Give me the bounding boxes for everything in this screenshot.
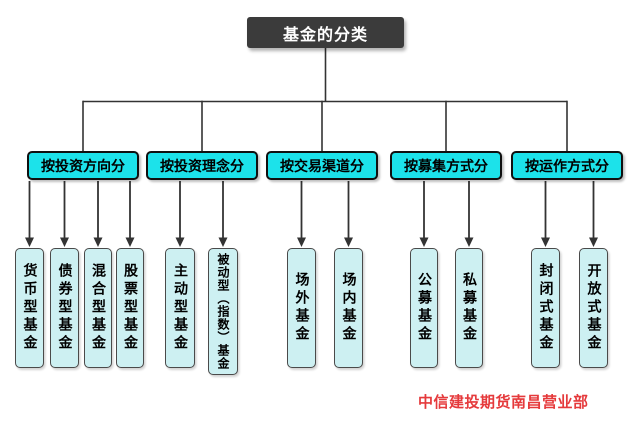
leaf-label: 场外基金 <box>293 272 310 344</box>
leaf-label: 公募基金 <box>416 272 432 344</box>
leaf-label: 债券型基金 <box>56 263 73 353</box>
leaf-label: 场内基金 <box>340 272 357 344</box>
category-node-trading-channel: 按交易渠道分 <box>266 151 378 180</box>
leaf-label: 私募基金 <box>461 272 477 344</box>
root-node-label: 基金的分类 <box>282 24 368 44</box>
leaf-node-private-fund: 私募基金 <box>455 248 483 368</box>
category-label: 按投资理念分 <box>160 158 244 175</box>
leaf-node-exchange-fund: 场内基金 <box>334 248 363 368</box>
category-label: 按投资方向分 <box>41 158 125 175</box>
leaf-node-passive-index-fund: 被动型（指数）基金 <box>208 248 238 375</box>
credit-text: 中信建投期货南昌营业部 <box>418 393 589 411</box>
leaf-label: 主动型基金 <box>172 263 188 353</box>
leaf-node-bond-fund: 债券型基金 <box>50 248 79 368</box>
category-node-investment-direction: 按投资方向分 <box>27 151 139 180</box>
leaf-label: 混合型基金 <box>90 263 106 353</box>
leaf-node-stock-fund: 股票型基金 <box>116 248 144 368</box>
category-label: 按交易渠道分 <box>280 158 364 175</box>
category-node-investment-philosophy: 按投资理念分 <box>146 151 258 180</box>
leaf-label: 货币型基金 <box>21 263 38 353</box>
bus-lines <box>82 48 568 152</box>
leaf-node-public-fund: 公募基金 <box>410 248 438 368</box>
leaf-label: 开放式基金 <box>585 263 602 353</box>
category-node-operation-method: 按运作方式分 <box>511 151 623 180</box>
leaf-label: 被动型（指数）基金 <box>216 253 230 370</box>
category-label: 按运作方式分 <box>525 158 609 175</box>
category-label: 按募集方式分 <box>404 158 488 175</box>
leaf-node-open-end-fund: 开放式基金 <box>579 248 608 368</box>
leaf-node-closed-end-fund: 封闭式基金 <box>531 248 560 368</box>
leaf-node-otc-fund: 场外基金 <box>287 248 316 368</box>
root-node: 基金的分类 <box>247 17 404 48</box>
leaf-arrows <box>25 181 598 247</box>
category-node-fundraising-method: 按募集方式分 <box>390 151 502 180</box>
leaf-label: 股票型基金 <box>122 263 138 353</box>
leaf-node-hybrid-fund: 混合型基金 <box>84 248 112 368</box>
leaf-label: 封闭式基金 <box>537 263 554 353</box>
leaf-node-money-fund: 货币型基金 <box>15 248 44 368</box>
leaf-node-active-fund: 主动型基金 <box>165 248 195 368</box>
